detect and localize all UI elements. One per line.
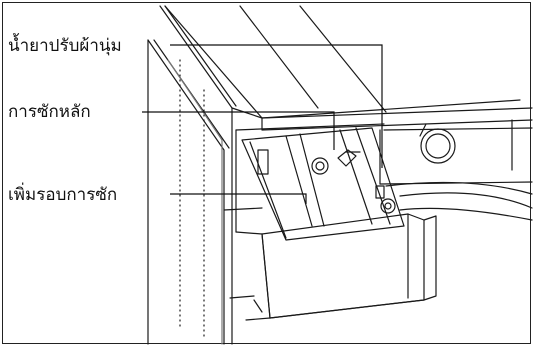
softener-compartment-label: น้ำยาปรับผ้านุ่ม [8, 36, 124, 56]
prewash-compartment-label: เพิ่มรอบการซัก [8, 185, 119, 205]
main-wash-leader-line [142, 112, 334, 150]
softener-leader-line [170, 45, 382, 168]
machine-base [224, 208, 270, 320]
machine-side-panel [148, 6, 262, 344]
main-wash-compartment-label: การซักหลัก [8, 102, 93, 122]
machine-top [165, 6, 520, 118]
machine-front-panel [236, 108, 532, 232]
prewash-leader-line [170, 194, 306, 204]
